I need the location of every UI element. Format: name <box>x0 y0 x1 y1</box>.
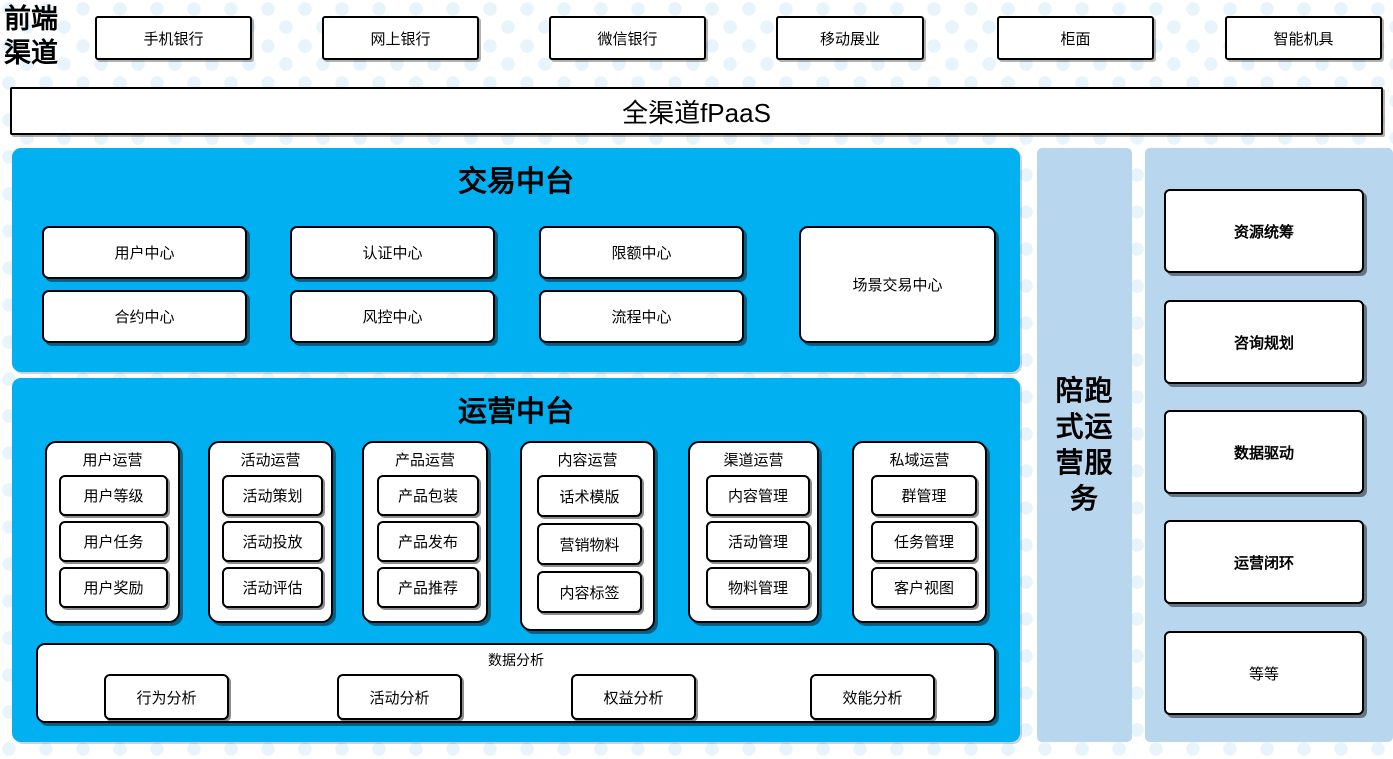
ops-column-content-title: 内容运营 <box>557 452 618 469</box>
channel-label-line-2: 渠道 <box>4 38 58 68</box>
trade-card-limit-center[interactable]: 限额中心 <box>539 226 744 279</box>
ops-center-title: 运营中台 <box>457 396 574 428</box>
ops-column-channel-title: 渠道运营 <box>723 452 784 469</box>
analytics-item-behavior[interactable]: 行为分析 <box>104 674 229 720</box>
ops-item-campaign-evaluation[interactable]: 活动评估 <box>222 567 323 608</box>
capability-card-resource-coordination[interactable]: 资源统筹 <box>1164 189 1364 273</box>
channel-item-mobile-sales[interactable]: 移动展业 <box>776 16 924 60</box>
channel-item-online-bank[interactable]: 网上银行 <box>322 16 479 60</box>
ops-item-group-manage[interactable]: 群管理 <box>871 475 977 516</box>
capability-column: 资源统筹 咨询规划 数据驱动 运营闭环 等等 <box>1145 148 1393 742</box>
analytics-item-benefit[interactable]: 权益分析 <box>571 674 696 720</box>
data-analytics-box[interactable]: 数据分析 行为分析 活动分析 权益分析 效能分析 <box>36 643 996 723</box>
ops-item-marketing-material[interactable]: 营销物料 <box>537 523 642 565</box>
trade-card-process-center[interactable]: 流程中心 <box>539 290 744 343</box>
ops-item-product-recommend[interactable]: 产品推荐 <box>377 567 479 608</box>
ops-column-user[interactable]: 用户运营 用户等级 用户任务 用户奖励 <box>45 441 180 623</box>
ops-item-campaign-delivery[interactable]: 活动投放 <box>222 521 323 562</box>
analytics-item-campaign[interactable]: 活动分析 <box>337 674 462 720</box>
ops-item-product-packaging[interactable]: 产品包装 <box>377 475 479 516</box>
trade-card-auth-center[interactable]: 认证中心 <box>290 226 495 279</box>
ops-item-product-release[interactable]: 产品发布 <box>377 521 479 562</box>
capability-card-etc[interactable]: 等等 <box>1164 631 1364 715</box>
trade-center-panel: 交易中台 用户中心 认证中心 限额中心 合约中心 风控中心 流程中心 场景交易中… <box>12 148 1020 372</box>
trade-card-user-center[interactable]: 用户中心 <box>42 226 247 279</box>
ops-column-channel[interactable]: 渠道运营 内容管理 活动管理 物料管理 <box>688 441 819 623</box>
channel-item-mobile-bank[interactable]: 手机银行 <box>95 16 252 60</box>
ops-column-product[interactable]: 产品运营 产品包装 产品发布 产品推荐 <box>362 441 488 623</box>
channel-item-smart-device[interactable]: 智能机具 <box>1225 16 1382 60</box>
ops-item-campaign-planning[interactable]: 活动策划 <box>222 475 323 516</box>
ops-item-user-task[interactable]: 用户任务 <box>59 521 168 562</box>
ops-item-task-manage[interactable]: 任务管理 <box>871 521 977 562</box>
ops-column-content[interactable]: 内容运营 话术模版 营销物料 内容标签 <box>520 441 655 631</box>
accompanying-service-title: 陪跑式运营服务 <box>1055 375 1114 514</box>
ops-column-campaign-title: 活动运营 <box>240 452 301 469</box>
trade-center-title: 交易中台 <box>457 166 574 198</box>
ops-column-private-domain[interactable]: 私域运营 群管理 任务管理 客户视图 <box>852 441 987 623</box>
accompanying-service-column: 陪跑式运营服务 <box>1037 148 1132 742</box>
ops-item-content-manage[interactable]: 内容管理 <box>706 475 810 516</box>
ops-item-campaign-manage[interactable]: 活动管理 <box>706 521 810 562</box>
trade-card-scenario-trade-center[interactable]: 场景交易中心 <box>799 226 996 343</box>
ops-column-user-title: 用户运营 <box>82 452 143 469</box>
capability-card-closed-loop[interactable]: 运营闭环 <box>1164 520 1364 604</box>
front-end-channel-label: 前端 渠道 <box>4 2 84 74</box>
trade-card-risk-center[interactable]: 风控中心 <box>290 290 495 343</box>
capability-card-data-driven[interactable]: 数据驱动 <box>1164 410 1364 494</box>
channel-item-counter[interactable]: 柜面 <box>997 16 1154 60</box>
ops-item-user-reward[interactable]: 用户奖励 <box>59 567 168 608</box>
ops-column-campaign[interactable]: 活动运营 活动策划 活动投放 活动评估 <box>208 441 333 623</box>
ops-item-content-tag[interactable]: 内容标签 <box>537 571 642 613</box>
ops-column-product-title: 产品运营 <box>394 452 455 469</box>
ops-item-user-level[interactable]: 用户等级 <box>59 475 168 516</box>
ops-column-private-domain-title: 私域运营 <box>889 452 950 469</box>
ops-item-material-manage[interactable]: 物料管理 <box>706 567 810 608</box>
capability-card-consulting-planning[interactable]: 咨询规划 <box>1164 300 1364 384</box>
fpaas-bar[interactable]: 全渠道fPaaS <box>10 87 1383 135</box>
channel-label-line-1: 前端 <box>4 4 58 34</box>
ops-item-customer-view[interactable]: 客户视图 <box>871 567 977 608</box>
ops-item-script-template[interactable]: 话术模版 <box>537 475 642 517</box>
trade-card-contract-center[interactable]: 合约中心 <box>42 290 247 343</box>
data-analytics-title: 数据分析 <box>488 652 544 668</box>
channel-item-wechat-bank[interactable]: 微信银行 <box>549 16 706 60</box>
analytics-item-efficiency[interactable]: 效能分析 <box>810 674 935 720</box>
